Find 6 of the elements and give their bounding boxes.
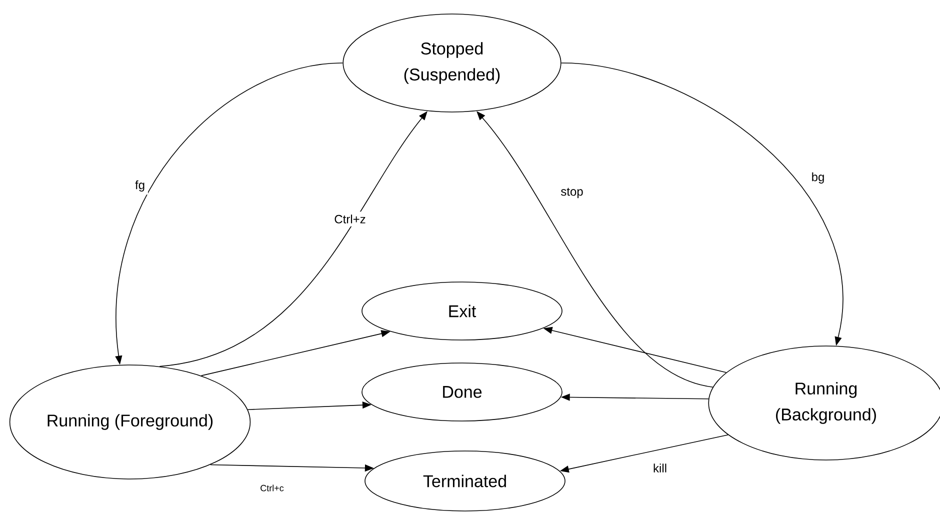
edge-label: stop — [558, 184, 586, 202]
edge-label: kill — [650, 460, 670, 476]
edge-label: Ctrl+z — [331, 212, 369, 226]
edge-label: Ctrl+c — [257, 482, 287, 494]
edge-label: bg — [808, 169, 828, 187]
edge-label: fg — [132, 177, 148, 195]
